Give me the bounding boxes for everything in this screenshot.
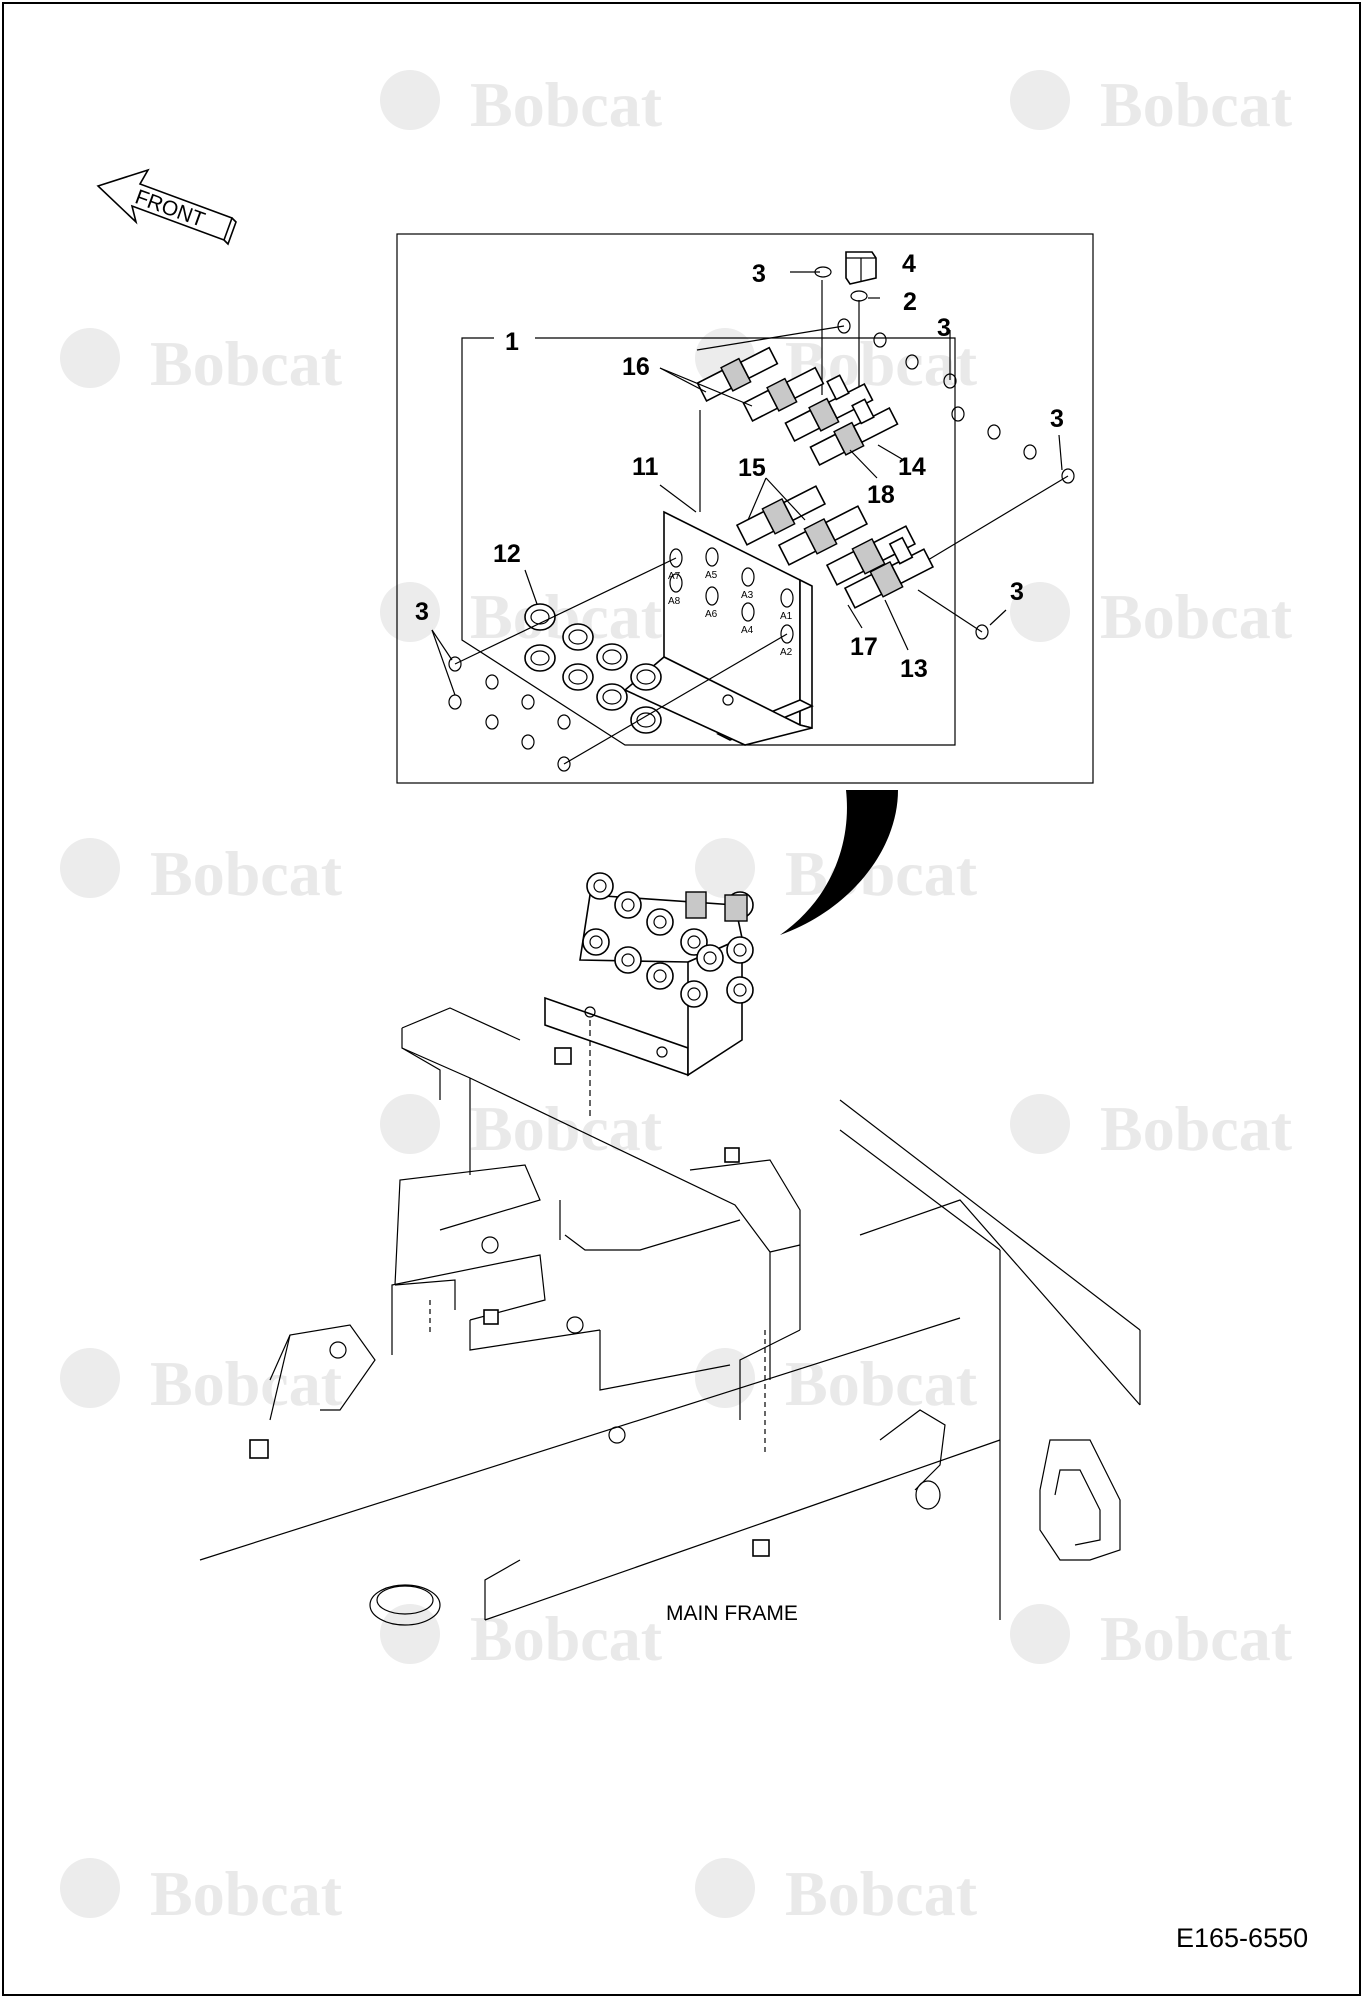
port-label-a6: A6 [705, 609, 718, 620]
port-label-a2: A2 [780, 647, 793, 658]
svg-text:Bobcat: Bobcat [150, 1858, 343, 1929]
front-arrow-label: FRONT [132, 186, 208, 232]
svg-text:Bobcat: Bobcat [470, 69, 663, 140]
callout-16: 16 [622, 353, 650, 381]
port-label-a5: A5 [705, 570, 718, 581]
callout-15: 15 [738, 454, 766, 482]
curved-pointer-arrow-icon [780, 790, 898, 935]
callout-3: 3 [752, 260, 766, 288]
callout-17: 17 [850, 633, 878, 661]
callout-numbers: 1 2 3 3 3 3 3 4 11 12 13 14 15 16 17 18 [415, 250, 1064, 683]
callout-12: 12 [493, 540, 521, 568]
svg-text:Bobcat: Bobcat [1100, 69, 1293, 140]
svg-text:Bobcat: Bobcat [150, 1348, 343, 1419]
callout-3: 3 [1010, 578, 1024, 606]
drawing-number: E165-6550 [1176, 1923, 1308, 1953]
port-label-a1: A1 [780, 611, 793, 622]
callout-3: 3 [415, 598, 429, 626]
straight-fittings-middle [735, 485, 935, 609]
svg-text:Bobcat: Bobcat [1100, 1093, 1293, 1164]
callout-11: 11 [632, 453, 659, 481]
svg-text:Bobcat: Bobcat [150, 328, 343, 399]
svg-text:Bobcat: Bobcat [1100, 581, 1293, 652]
assembly-axis-lines [454, 280, 1069, 765]
callout-1: 1 [505, 328, 519, 356]
front-arrow-icon: FRONT [96, 168, 237, 246]
callout-18: 18 [867, 481, 895, 509]
port-label-a7: A7 [668, 571, 681, 582]
svg-text:Bobcat: Bobcat [785, 1348, 978, 1419]
lock-nuts [524, 603, 662, 734]
main-frame-label: MAIN FRAME [666, 1602, 798, 1625]
callout-14: 14 [898, 453, 926, 481]
port-labels: A7 A8 A5 A6 A3 A4 A1 A2 [668, 570, 793, 658]
straight-fittings-upper [696, 346, 899, 466]
port-label-a8: A8 [668, 596, 681, 607]
svg-text:Bobcat: Bobcat [470, 1603, 663, 1674]
watermark-emblem-icon [60, 70, 1070, 1918]
callout-13: 13 [900, 655, 928, 683]
exploded-view-box [396, 233, 1094, 784]
plug-cap [845, 251, 877, 285]
port-label-a4: A4 [741, 625, 754, 636]
svg-text:Bobcat: Bobcat [150, 838, 343, 909]
svg-text:Bobcat: Bobcat [470, 1093, 663, 1164]
main-frame: MAIN FRAME [199, 1007, 1141, 1626]
mounting-plate: A7 A8 A5 A6 A3 A4 A1 A2 [623, 510, 814, 746]
o-rings [448, 266, 1075, 772]
svg-text:Bobcat: Bobcat [1100, 1603, 1293, 1674]
svg-text:Bobcat: Bobcat [785, 1858, 978, 1929]
callout-leader-lines [431, 271, 1063, 696]
callout-4: 4 [902, 250, 916, 278]
callout-3: 3 [1050, 405, 1064, 433]
assembly-bracket-line [461, 337, 956, 746]
assembled-manifold [544, 872, 754, 1118]
callout-2: 2 [903, 288, 917, 316]
port-label-a3: A3 [741, 590, 754, 601]
callout-3: 3 [937, 314, 951, 342]
watermark-layer: Bobcat Bobcat Bobcat Bobcat Bobcat Bobca… [60, 69, 1293, 1929]
